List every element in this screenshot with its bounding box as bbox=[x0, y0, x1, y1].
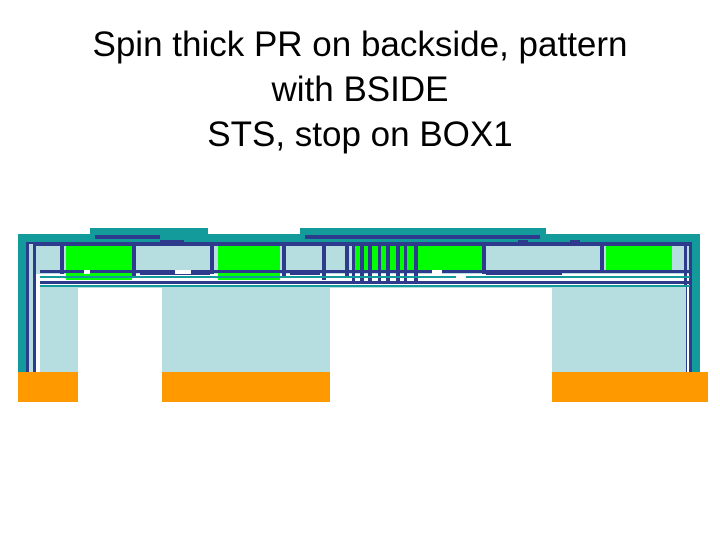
backside-photoresist bbox=[18, 372, 708, 402]
title-line-3: STS, stop on BOX1 bbox=[207, 115, 513, 154]
small-voids bbox=[84, 270, 466, 280]
mid-metal-lines bbox=[40, 270, 690, 287]
top-metal-layer bbox=[26, 235, 692, 246]
etched-trenches bbox=[78, 288, 552, 404]
slide-title: Spin thick PR on backside, pattern with … bbox=[0, 22, 720, 157]
via-stripes bbox=[60, 244, 604, 282]
title-line-1: Spin thick PR on backside, pattern bbox=[92, 25, 628, 64]
title-line-2: with BSIDE bbox=[271, 70, 449, 109]
